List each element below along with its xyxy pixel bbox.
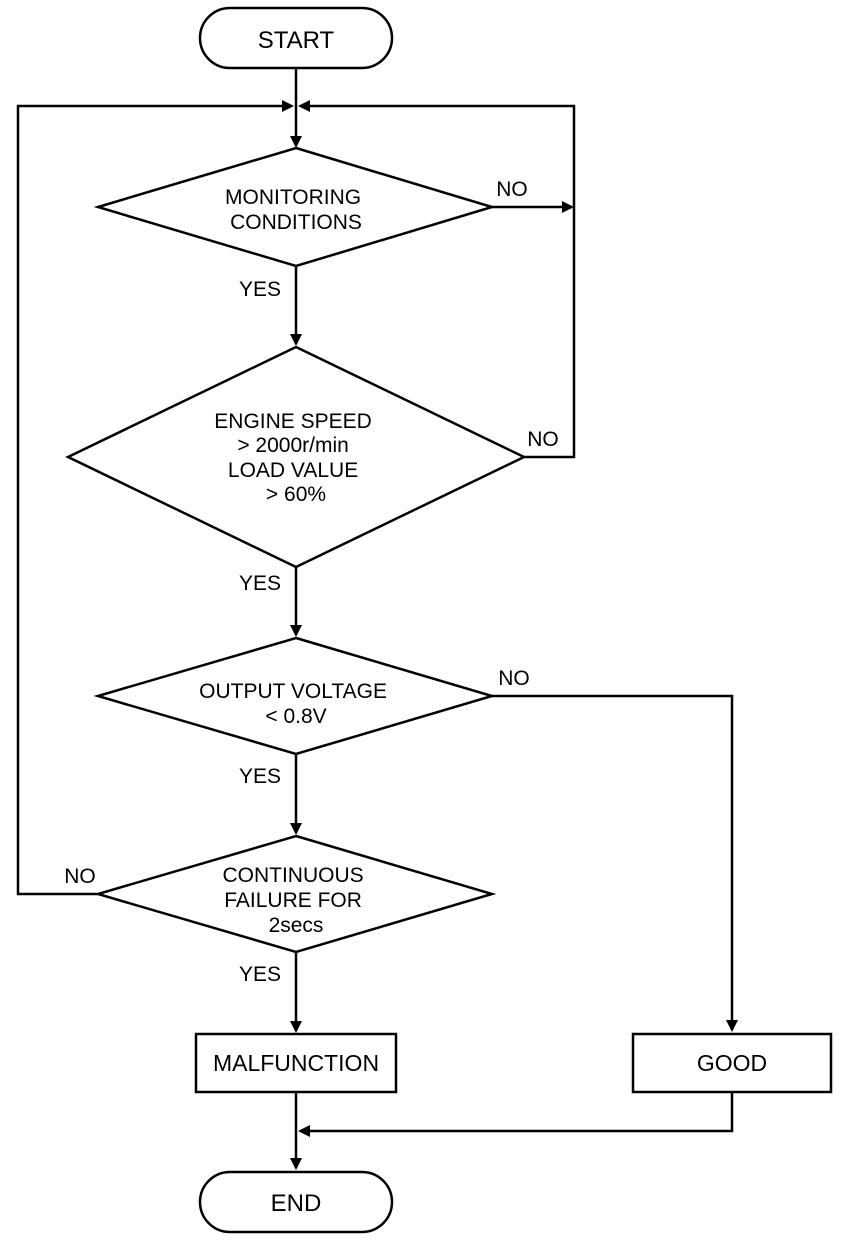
connector-right-loop bbox=[298, 100, 576, 459]
connector-left-loop bbox=[16, 100, 294, 896]
decision2-no-label: NO bbox=[527, 428, 559, 451]
decision-engine-speed-load bbox=[65, 345, 527, 569]
decision3-no-label: NO bbox=[498, 667, 530, 690]
end-terminal bbox=[198, 1170, 394, 1234]
decision3-text: OUTPUT VOLTAGE < 0.8V bbox=[199, 680, 393, 728]
decision1-no-label: NO bbox=[496, 178, 528, 201]
process-good bbox=[631, 1032, 833, 1094]
malfunction-label: MALFUNCTION bbox=[213, 1050, 379, 1076]
start-label: START bbox=[258, 27, 335, 54]
decision4-text: CONTINUOUS FAILURE FOR 2secs bbox=[222, 864, 369, 937]
good-label: GOOD bbox=[697, 1050, 767, 1076]
decision1-yes-label: YES bbox=[239, 278, 281, 301]
decision2-text: ENGINE SPEED > 2000r/min LOAD VALUE > 60… bbox=[214, 410, 377, 506]
connector-good-to-merge bbox=[298, 1092, 734, 1137]
decision2-yes-label: YES bbox=[239, 572, 281, 595]
decision3-yes-label: YES bbox=[239, 765, 281, 788]
decision1-text: MONITORING CONDITIONS bbox=[225, 186, 367, 234]
end-label: END bbox=[271, 1190, 322, 1217]
decision4-no-label: NO bbox=[64, 865, 96, 888]
connector-d3-no bbox=[492, 694, 738, 1032]
process-malfunction bbox=[194, 1032, 398, 1094]
decision4-yes-label: YES bbox=[239, 963, 281, 986]
